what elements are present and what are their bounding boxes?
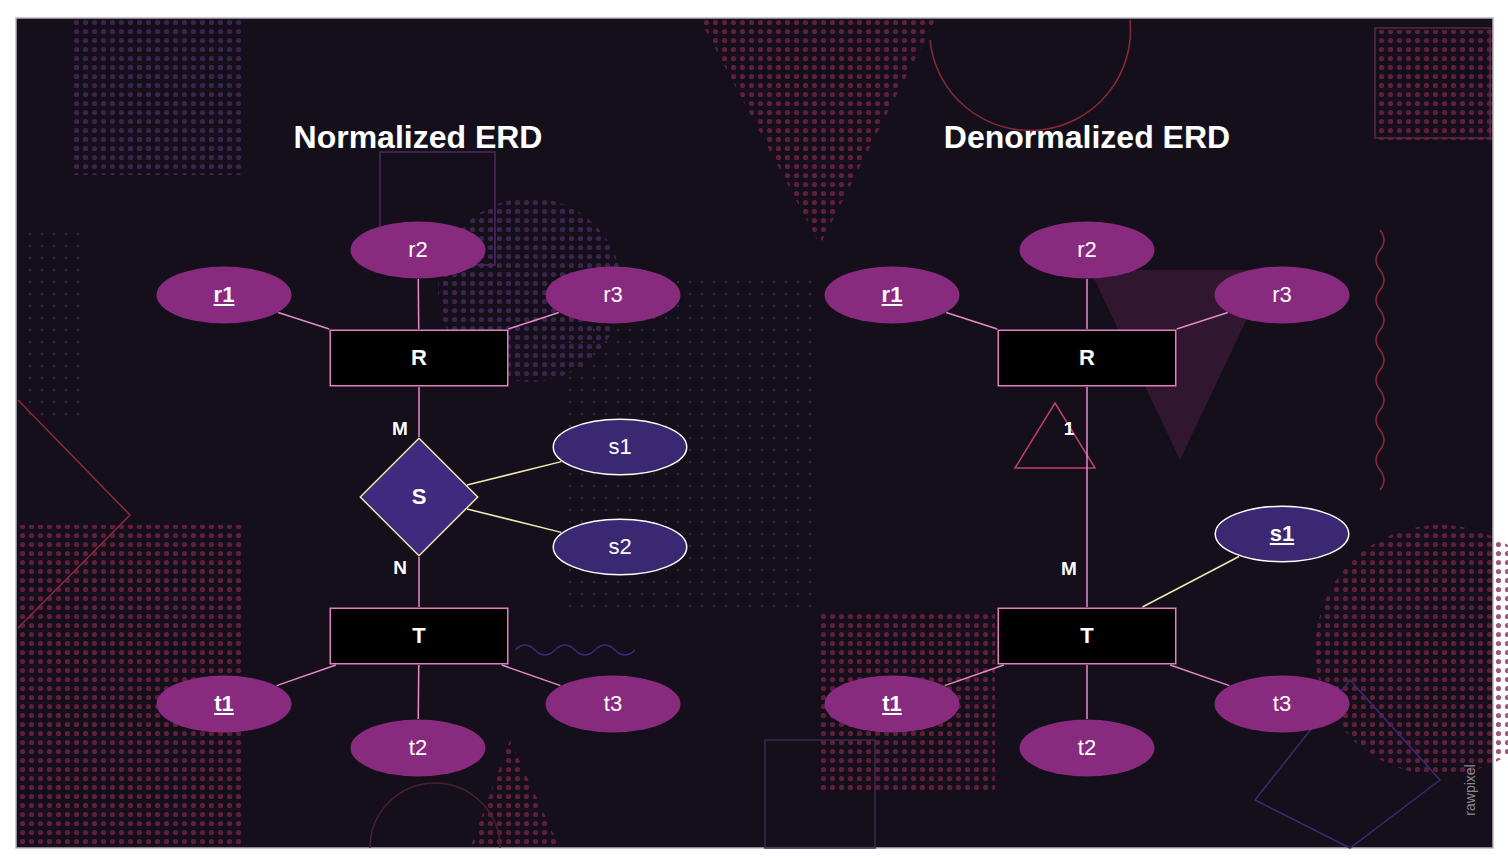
connector-line	[502, 665, 561, 686]
attribute-ellipse: t1	[156, 675, 292, 733]
node-label: s2	[608, 536, 631, 558]
attribute-ellipse: r3	[1214, 266, 1350, 324]
attribute-ellipse: r1	[156, 266, 292, 324]
node-label: S	[412, 486, 427, 508]
relationship-attribute-ellipse: s2	[552, 518, 688, 576]
shape-fill	[553, 519, 687, 575]
attribute-ellipse: r3	[545, 266, 681, 324]
node-label: T	[1080, 625, 1093, 647]
node-label: t3	[1273, 693, 1291, 715]
attribute-ellipse: r2	[1019, 221, 1155, 279]
shape-fill	[553, 419, 687, 475]
connector-line	[1142, 556, 1239, 607]
shape-fill	[157, 267, 292, 324]
node-label: r1	[882, 284, 903, 306]
node-label: r2	[1077, 239, 1097, 261]
diagram-heading: Normalized ERD	[294, 121, 543, 153]
shape-fill	[360, 438, 478, 556]
connector-line	[278, 313, 329, 329]
shape-fill	[157, 676, 292, 733]
diagram-heading-text: Normalized ERD	[294, 119, 543, 155]
diagram-heading: Denormalized ERD	[944, 121, 1230, 153]
connector-line	[1177, 313, 1228, 329]
outline-shapes	[18, 20, 1490, 848]
node-label: t2	[409, 737, 427, 759]
node-label: T	[412, 625, 425, 647]
shape-fill	[1020, 222, 1155, 279]
relationship-diamond: S	[359, 437, 479, 557]
entity-box: T	[329, 607, 509, 665]
connector-line	[467, 462, 561, 485]
shape-fill	[825, 676, 960, 733]
cardinality-label: 1	[1064, 419, 1075, 438]
shape-fill	[1215, 676, 1350, 733]
cardinality-label-text: M	[1061, 558, 1077, 579]
attribute-ellipse: t2	[1019, 719, 1155, 777]
attribute-ellipse: t1	[824, 675, 960, 733]
shape-fill	[330, 330, 508, 386]
node-label: R	[1079, 347, 1095, 369]
entity-box: R	[997, 329, 1177, 387]
cardinality-label: M	[392, 419, 408, 438]
cardinality-label: M	[1061, 559, 1077, 578]
node-label: t2	[1078, 737, 1096, 759]
node-label: r2	[408, 239, 428, 261]
connector-line	[1170, 665, 1229, 686]
attribute-ellipse: t2	[350, 719, 486, 777]
node-label: t3	[604, 693, 622, 715]
shape-fill	[998, 608, 1176, 664]
connector-line	[945, 665, 1004, 686]
shape-fill	[546, 267, 681, 324]
shape-fill	[998, 330, 1176, 386]
relationship-attribute-ellipse: s1	[1214, 505, 1350, 563]
attribute-ellipse: t3	[1214, 675, 1350, 733]
shape-fill	[1215, 267, 1350, 324]
connector-line	[467, 509, 561, 532]
cardinality-label-text: M	[392, 418, 408, 439]
shape-fill	[330, 608, 508, 664]
node-label: s1	[608, 436, 631, 458]
node-label: r3	[1272, 284, 1292, 306]
node-label: R	[411, 347, 427, 369]
attribute-ellipse: t3	[545, 675, 681, 733]
watermark: rawpixel	[1462, 764, 1478, 815]
connector-line	[1086, 279, 1088, 329]
node-label: r1	[214, 284, 235, 306]
entity-box: R	[329, 329, 509, 387]
dot-texture	[18, 20, 1508, 848]
watermark-text: rawpixel	[1462, 764, 1478, 815]
node-label: r3	[603, 284, 623, 306]
attribute-ellipse: r2	[350, 221, 486, 279]
diagram-heading-text: Denormalized ERD	[944, 119, 1230, 155]
cardinality-label: N	[393, 558, 407, 577]
node-label: t1	[214, 693, 234, 715]
connector-line	[1086, 387, 1088, 607]
shape-fill	[1215, 506, 1349, 562]
connector-line	[1086, 665, 1088, 719]
connector-line	[277, 665, 336, 686]
shape-fill	[351, 222, 486, 279]
connector-line	[418, 557, 420, 607]
shape-fill	[546, 676, 681, 733]
connector-line	[418, 665, 420, 719]
relationship-attribute-ellipse: s1	[552, 418, 688, 476]
shape-fill	[825, 267, 960, 324]
entity-box: T	[997, 607, 1177, 665]
attribute-ellipse: r1	[824, 266, 960, 324]
cardinality-label-text: N	[393, 557, 407, 578]
shape-fill	[351, 720, 486, 777]
shape-fill	[1020, 720, 1155, 777]
connector-line	[418, 279, 420, 329]
cardinality-label-text: 1	[1064, 418, 1075, 439]
connector-line	[508, 313, 559, 329]
connector-line	[946, 313, 997, 329]
connector-line	[418, 387, 420, 437]
canvas-ground	[16, 18, 1493, 848]
node-label: s1	[1270, 523, 1294, 545]
node-label: t1	[882, 693, 902, 715]
